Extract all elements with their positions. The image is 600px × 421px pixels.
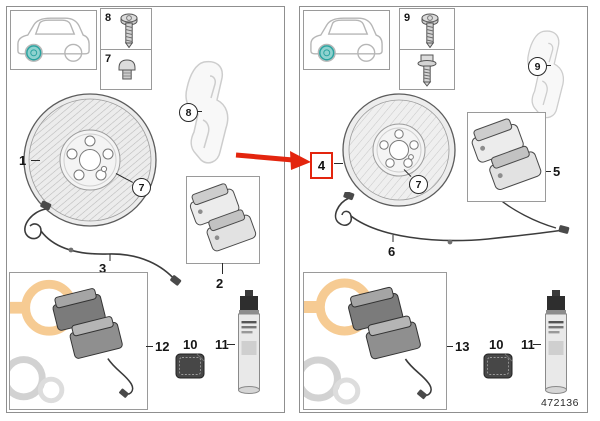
repair-kit-drawing [295,278,432,405]
bolt-icon [417,54,437,87]
spray-can-drawing [545,290,567,394]
brake-pads-box [467,112,546,202]
repair-kit-box [1,272,148,410]
adhesive-patch-icon [175,353,205,379]
wheel-highlight [26,45,42,61]
callout-patch[interactable]: 10 [489,337,504,352]
callout-patch[interactable]: 10 [183,337,198,352]
callout-line [334,163,343,164]
divider [400,49,454,50]
plug-icon [118,59,136,80]
callout-spray[interactable]: 11 [215,337,229,352]
front-brake-panel: 8 7 8 [1,6,285,413]
repair-kit-drawing [1,279,134,404]
brake-pads-box [186,176,260,264]
rear-brake-panel: 9 [295,6,588,413]
brake-pads-drawing [471,118,542,190]
callout-sensor[interactable]: 3 [99,261,107,276]
callout-repair-kit[interactable]: 12 [155,339,170,354]
callout-spray[interactable]: 11 [521,337,535,352]
vehicle-thumbnail-box [303,10,390,70]
callout-disc-highlighted[interactable]: 4 [310,152,333,179]
spray-can-drawing [238,290,260,394]
callout-screw[interactable]: 9 [404,12,411,24]
screw-icon [120,13,138,48]
brake-disc-drawing [23,93,157,227]
adhesive-patch-icon [483,353,513,379]
brake-pads-drawing [189,183,257,252]
callout-disc[interactable]: 1 [19,153,27,168]
callout-sensor[interactable]: 6 [388,244,396,259]
callout-line [533,344,541,345]
brake-disc-drawing [342,93,456,207]
fastener-box: 8 7 [100,8,152,90]
callout-hub-plug[interactable]: 7 [409,175,428,194]
callout-line [196,111,202,112]
callout-line [222,263,223,274]
vehicle-drawing [17,17,90,62]
callout-line [146,346,153,347]
callout-pads[interactable]: 2 [216,276,224,291]
divider [101,49,151,50]
callout-line [447,346,453,347]
callout-line [31,160,40,161]
callout-line [545,65,551,66]
callout-pads[interactable]: 5 [553,164,561,179]
callout-line [227,344,235,345]
part-number: 472136 [540,397,579,409]
caliper-carrier-drawing [185,60,229,164]
wear-sensor-wire-drawing [24,200,182,286]
vehicle-drawing [310,17,383,62]
fastener-box: 9 [399,8,455,90]
callout-screw[interactable]: 8 [105,12,112,24]
vehicle-thumbnail-box [10,10,97,70]
callout-line [546,171,551,172]
callout-carrier[interactable]: 8 [179,103,198,122]
screw-icon [421,13,439,48]
repair-kit-box [295,272,447,410]
caliper-carrier-drawing [527,30,565,119]
red-arrow [235,151,311,170]
wheel-highlight [319,45,335,61]
callout-plug[interactable]: 7 [105,53,112,65]
callout-repair-kit[interactable]: 13 [455,339,470,354]
callout-carrier[interactable]: 9 [528,57,547,76]
callout-hub-plug[interactable]: 7 [132,178,151,197]
